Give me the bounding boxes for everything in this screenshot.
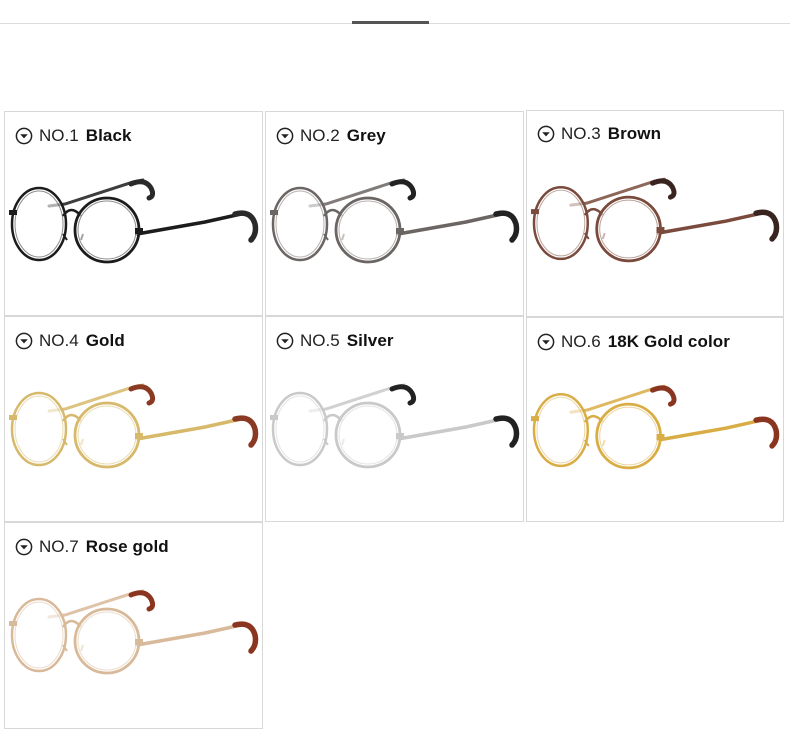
variant-card-6[interactable]: NO.6 18K Gold color [526,317,784,522]
eyeglasses-image [270,178,520,264]
eyeglasses-image [270,383,520,469]
variant-color-name: Rose gold [85,537,169,556]
variant-number: NO.5 [300,331,340,350]
variant-number: NO.2 [300,126,340,145]
variant-label: NO.2 Grey [276,126,386,146]
chevron-down-circle-icon [537,333,555,351]
chevron-down-circle-icon [15,538,33,556]
variant-label: NO.5 Silver [276,331,394,351]
top-tab-indicator [352,21,429,24]
chevron-down-circle-icon [537,125,555,143]
eyeglasses-image [9,589,259,675]
variant-card-4[interactable]: NO.4 Gold [4,316,263,522]
variant-color-name: Brown [607,124,662,143]
eyeglasses-image [530,384,780,470]
chevron-down-circle-icon [15,127,33,145]
variant-number: NO.3 [561,124,601,143]
variant-label: NO.4 Gold [15,331,125,351]
eyeglasses-image [9,178,259,264]
chevron-down-circle-icon [15,332,33,350]
variant-number: NO.1 [39,126,79,145]
variant-number: NO.4 [39,331,79,350]
chevron-down-circle-icon [276,332,294,350]
variant-label: NO.1 Black [15,126,132,146]
variant-card-3[interactable]: NO.3 Brown [526,110,784,317]
variant-label: NO.7 Rose gold [15,537,169,557]
variant-card-7[interactable]: NO.7 Rose gold [4,522,263,729]
eyeglasses-image [9,383,259,469]
variant-color-name: Black [85,126,132,145]
variant-card-1[interactable]: NO.1 Black [4,111,263,316]
variant-color-name: 18K Gold color [607,332,730,351]
variant-number: NO.7 [39,537,79,556]
eyeglasses-image [530,177,780,263]
variant-card-2[interactable]: NO.2 Grey [265,111,524,316]
variant-card-5[interactable]: NO.5 Silver [265,316,524,522]
variant-color-name: Silver [346,331,394,350]
variant-label: NO.3 Brown [537,124,661,144]
variant-color-name: Grey [346,126,386,145]
chevron-down-circle-icon [276,127,294,145]
variant-number: NO.6 [561,332,601,351]
variant-color-name: Gold [85,331,125,350]
variant-label: NO.6 18K Gold color [537,332,730,352]
